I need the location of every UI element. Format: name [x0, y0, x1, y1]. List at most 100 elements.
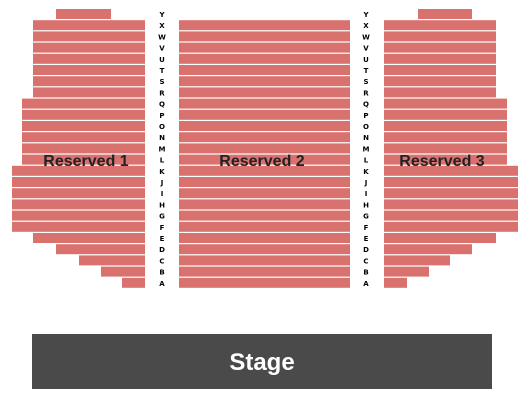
reserved-2-row-t[interactable]: [179, 65, 350, 75]
reserved-3-row-v[interactable]: [384, 42, 496, 53]
reserved-3-row-h[interactable]: [384, 199, 518, 210]
reserved-2-row-f[interactable]: [179, 221, 350, 232]
reserved-3-row-o[interactable]: [384, 121, 507, 131]
right-aisle-row-letter-c: C: [363, 257, 368, 265]
reserved-3-row-y[interactable]: [418, 9, 472, 19]
reserved-3-row-q[interactable]: [384, 98, 507, 109]
section-label-reserved-3: Reserved 3: [399, 153, 484, 170]
reserved-3-row-u[interactable]: [384, 53, 496, 64]
reserved-3-row-i[interactable]: [384, 188, 518, 199]
reserved-3-row-n[interactable]: [384, 132, 507, 143]
reserved-1-row-t[interactable]: [33, 65, 145, 75]
reserved-3-row-w[interactable]: [384, 31, 496, 42]
left-aisle-row-letter-a: A: [159, 280, 165, 288]
right-aisle-row-letter-u: U: [363, 56, 369, 64]
reserved-2-row-p[interactable]: [179, 109, 350, 120]
reserved-1-row-c[interactable]: [79, 255, 145, 266]
reserved-1-row-k[interactable]: [12, 165, 145, 176]
left-aisle-row-letter-q: Q: [159, 101, 165, 109]
right-aisle-row-letter-m: M: [363, 145, 370, 153]
right-aisle-row-letter-h: H: [363, 201, 369, 209]
reserved-3-row-s[interactable]: [384, 76, 496, 87]
reserved-2-row-r[interactable]: [179, 87, 350, 98]
reserved-1-row-o[interactable]: [22, 121, 145, 131]
reserved-1-row-m[interactable]: [22, 143, 145, 154]
reserved-2-row-q[interactable]: [179, 98, 350, 109]
reserved-1-row-h[interactable]: [12, 199, 145, 210]
reserved-1-row-f[interactable]: [12, 221, 145, 232]
reserved-3-row-g[interactable]: [384, 210, 518, 221]
section-label-reserved-1: Reserved 1: [43, 153, 128, 170]
reserved-1-row-q[interactable]: [22, 98, 145, 109]
reserved-2-row-s[interactable]: [179, 76, 350, 87]
reserved-3-row-d[interactable]: [384, 244, 472, 255]
left-aisle-row-letter-f: F: [160, 224, 165, 232]
reserved-3-row-m[interactable]: [384, 143, 507, 154]
reserved-1-row-b[interactable]: [101, 266, 145, 277]
reserved-1-row-i[interactable]: [12, 188, 145, 199]
reserved-1-row-v[interactable]: [33, 42, 145, 53]
reserved-2-row-n[interactable]: [179, 132, 350, 143]
reserved-3-row-j[interactable]: [384, 177, 518, 187]
reserved-2-row-a[interactable]: [179, 277, 350, 288]
reserved-3-row-c[interactable]: [384, 255, 450, 266]
reserved-1-row-a[interactable]: [122, 277, 145, 288]
right-aisle-row-letter-p: P: [363, 112, 368, 120]
reserved-2-row-h[interactable]: [179, 199, 350, 210]
reserved-1-row-u[interactable]: [33, 53, 145, 64]
reserved-2-row-k[interactable]: [179, 165, 350, 176]
reserved-3-row-e[interactable]: [384, 233, 496, 243]
reserved-2-row-w[interactable]: [179, 31, 350, 42]
reserved-1-row-l[interactable]: [22, 154, 145, 165]
reserved-3-row-x[interactable]: [384, 20, 496, 31]
reserved-1-row-s[interactable]: [33, 76, 145, 87]
reserved-2-row-g[interactable]: [179, 210, 350, 221]
reserved-1-row-p[interactable]: [22, 109, 145, 120]
right-aisle-row-letter-e: E: [364, 235, 369, 243]
reserved-3-row-t[interactable]: [384, 65, 496, 75]
left-aisle-row-letter-j: J: [160, 179, 164, 187]
reserved-1-row-x[interactable]: [33, 20, 145, 31]
reserved-2-row-o[interactable]: [179, 121, 350, 131]
right-aisle-row-letter-w: W: [362, 33, 370, 41]
left-aisle-row-letter-b: B: [159, 269, 164, 277]
reserved-1-row-e[interactable]: [33, 233, 145, 243]
reserved-2-row-i[interactable]: [179, 188, 350, 199]
left-aisle-row-letter-c: C: [159, 257, 164, 265]
reserved-3-row-b[interactable]: [384, 266, 429, 277]
reserved-2-row-j[interactable]: [179, 177, 350, 187]
reserved-2-row-u[interactable]: [179, 53, 350, 64]
reserved-1-row-d[interactable]: [56, 244, 145, 255]
right-aisle-row-letter-n: N: [363, 134, 369, 142]
reserved-3-row-p[interactable]: [384, 109, 507, 120]
reserved-1-row-j[interactable]: [12, 177, 145, 187]
reserved-1-row-r[interactable]: [33, 87, 145, 98]
left-aisle-row-letter-m: M: [159, 145, 166, 153]
reserved-3-row-a[interactable]: [384, 277, 407, 288]
reserved-3-row-l[interactable]: [384, 154, 507, 165]
right-aisle-row-letter-l: L: [364, 157, 369, 165]
right-aisle-row-letter-q: Q: [363, 101, 369, 109]
right-aisle-row-letter-j: J: [364, 179, 368, 187]
reserved-2-row-b[interactable]: [179, 266, 350, 277]
reserved-2-row-v[interactable]: [179, 42, 350, 53]
reserved-2-row-d[interactable]: [179, 244, 350, 255]
right-aisle-row-letter-d: D: [363, 246, 369, 254]
left-aisle-row-letter-n: N: [159, 134, 165, 142]
reserved-3-row-r[interactable]: [384, 87, 496, 98]
reserved-1-row-n[interactable]: [22, 132, 145, 143]
reserved-1-row-w[interactable]: [33, 31, 145, 42]
reserved-1-row-g[interactable]: [12, 210, 145, 221]
reserved-2-row-m[interactable]: [179, 143, 350, 154]
reserved-2-row-c[interactable]: [179, 255, 350, 266]
reserved-1-row-y[interactable]: [56, 9, 111, 19]
reserved-3-row-f[interactable]: [384, 221, 518, 232]
right-aisle-row-letter-t: T: [364, 67, 369, 75]
reserved-3-row-k[interactable]: [384, 165, 518, 176]
reserved-2-row-l[interactable]: [179, 154, 350, 165]
right-aisle-row-letter-b: B: [363, 269, 368, 277]
reserved-2-row-x[interactable]: [179, 20, 350, 31]
right-aisle-row-letter-f: F: [364, 224, 369, 232]
reserved-2-row-e[interactable]: [179, 233, 350, 243]
